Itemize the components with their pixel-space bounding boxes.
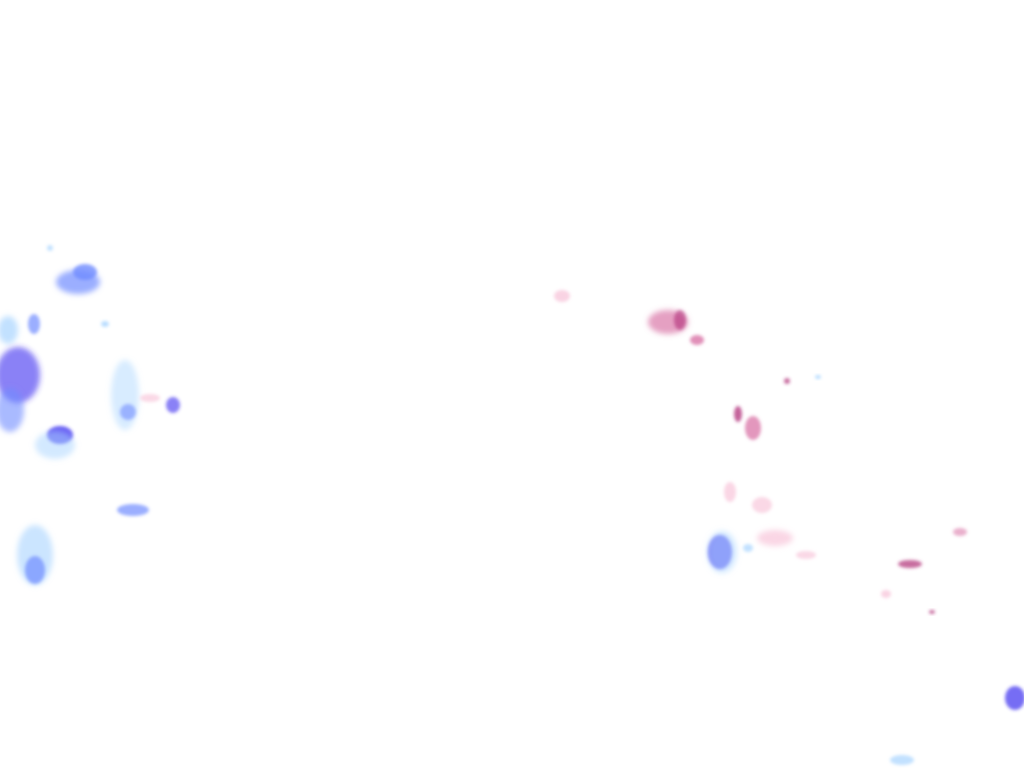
- rain-cell: [73, 264, 97, 280]
- rain-cell: [890, 755, 914, 765]
- mix-cell: [734, 406, 742, 422]
- mix-cell: [745, 416, 761, 440]
- rain-cell: [1005, 686, 1024, 710]
- mix-cell: [140, 394, 160, 402]
- rain-cell: [111, 360, 139, 430]
- rain-cell: [28, 314, 40, 334]
- rain-cell: [743, 544, 753, 552]
- rain-cell: [120, 404, 136, 420]
- mix-cell: [752, 497, 772, 513]
- mix-cell: [953, 528, 967, 536]
- rain-cell: [25, 556, 45, 584]
- rain-cell: [0, 316, 18, 344]
- mix-cell: [929, 610, 935, 614]
- mix-cell: [674, 310, 686, 330]
- rain-cell: [0, 388, 24, 432]
- mix-cell: [796, 551, 816, 559]
- mix-cell: [554, 290, 570, 302]
- mix-cell: [881, 590, 891, 598]
- mix-cell: [724, 482, 736, 502]
- mix-cell: [757, 530, 793, 546]
- mix-cell: [898, 560, 922, 568]
- mix-cell: [784, 378, 790, 384]
- rain-cell: [101, 321, 109, 327]
- rain-cell: [707, 531, 737, 573]
- rain-cell: [35, 431, 75, 459]
- rain-cell: [815, 375, 821, 379]
- mix-cell: [690, 335, 704, 345]
- rain-cell: [47, 245, 53, 251]
- rain-cell: [117, 504, 149, 516]
- rain-cell: [166, 397, 180, 413]
